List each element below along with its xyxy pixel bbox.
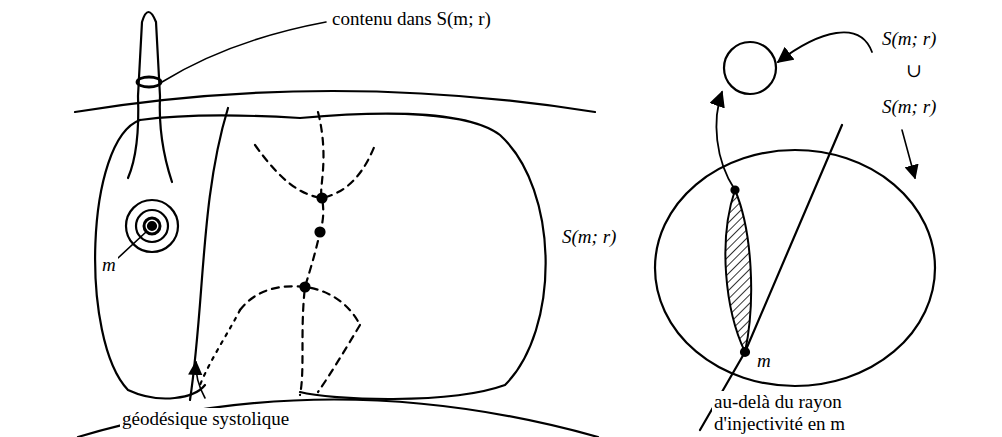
dashed-arc — [318, 325, 360, 392]
tube-circle — [137, 77, 161, 87]
leader-line — [162, 22, 326, 82]
sphere-label: S(m; r) — [880, 96, 938, 118]
surface-bottom-edge — [78, 400, 598, 437]
point-m — [741, 348, 749, 356]
dashed-curve — [300, 112, 323, 395]
leader-arrow — [196, 362, 205, 398]
callout-note: contenu dans S(m; r) — [330, 8, 493, 30]
sphere-label: S(m; r) — [880, 28, 938, 50]
tube — [138, 12, 160, 96]
arrow — [716, 92, 735, 190]
lens — [725, 190, 751, 352]
dashed-arc — [240, 286, 360, 325]
leader-line — [118, 232, 146, 258]
union-symbol: ∪ — [904, 60, 924, 82]
dashed-arc — [200, 310, 240, 385]
ball-outline — [655, 150, 935, 386]
dot — [318, 194, 327, 203]
systolic-geodesic — [190, 108, 228, 400]
dot — [301, 283, 310, 292]
geodesic — [700, 125, 842, 430]
geodesic-label: géodésique systolique — [120, 408, 291, 430]
point-label: m — [100, 254, 118, 276]
note: au-delà du rayon d'injectivité en m — [712, 391, 916, 435]
dashed-arc — [255, 145, 375, 198]
ball-right-lobe — [300, 114, 546, 399]
point-label: m — [755, 350, 773, 372]
ball-left-lobe — [95, 120, 205, 398]
sphere-label: S(m; r) — [560, 226, 618, 248]
arrow — [778, 32, 872, 62]
point-m — [148, 222, 156, 230]
leader-arrow — [902, 130, 915, 178]
dot — [316, 228, 325, 237]
ball-top-arc — [140, 115, 300, 120]
surface-top-edge — [75, 91, 595, 112]
tube-base — [128, 96, 172, 182]
small-circle — [724, 42, 776, 94]
